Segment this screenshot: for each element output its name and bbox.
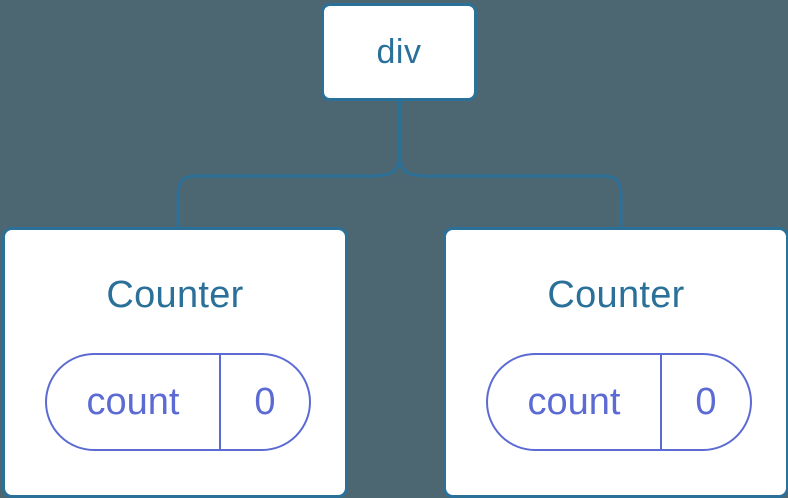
root-node-div[interactable]: div <box>321 3 477 101</box>
state-key-label: count <box>86 381 180 423</box>
state-value-cell: 0 <box>662 355 750 449</box>
state-pill[interactable]: count 0 <box>486 353 752 451</box>
state-value-cell: 0 <box>221 355 309 449</box>
component-title: Counter <box>547 274 685 316</box>
component-title: Counter <box>106 274 244 316</box>
state-value-label: 0 <box>254 381 276 423</box>
state-key-label: count <box>527 381 621 423</box>
state-key-cell: count <box>488 355 662 449</box>
connector-branch-right <box>398 150 623 230</box>
connector-branch-left <box>176 150 401 230</box>
state-value-label: 0 <box>695 381 717 423</box>
root-node-label: div <box>376 33 422 71</box>
state-pill[interactable]: count 0 <box>45 353 311 451</box>
state-key-cell: count <box>47 355 221 449</box>
component-card-counter-2[interactable]: Counter count 0 <box>443 227 788 498</box>
component-card-counter-1[interactable]: Counter count 0 <box>2 227 348 498</box>
